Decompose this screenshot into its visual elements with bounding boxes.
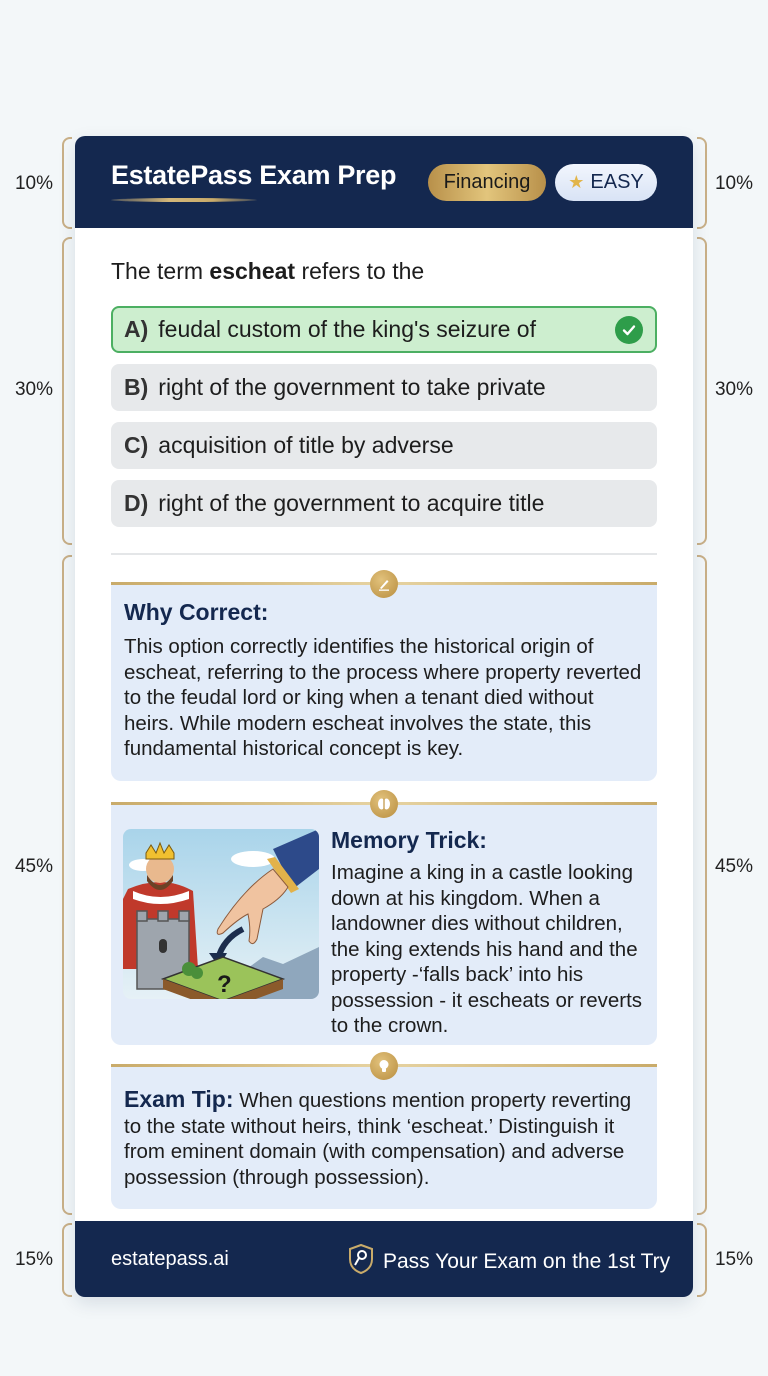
bracket-explanation-right	[697, 555, 707, 1215]
exam-tip-body: When questions mention property revertin…	[124, 1089, 632, 1189]
pencil-icon	[370, 570, 398, 598]
option-c[interactable]: C) acquisition of title by adverse	[111, 422, 657, 469]
bracket-header-right	[697, 137, 707, 229]
option-letter: C)	[124, 432, 149, 458]
question-term: escheat	[209, 258, 296, 284]
exam-tip-section: Exam Tip: When questions mention propert…	[111, 1067, 657, 1209]
pct-label-explanation: 45%	[14, 856, 54, 877]
question-text: The term escheat refers to the	[111, 258, 424, 285]
exam-tip-title: Exam Tip:	[124, 1086, 234, 1112]
option-text: feudal custom of the king's seizure of	[158, 316, 536, 342]
lightbulb-icon	[370, 1052, 398, 1080]
check-circle-icon	[615, 316, 643, 344]
option-a[interactable]: A) feudal custom of the king's seizure o…	[111, 306, 657, 353]
bracket-header-left	[62, 137, 72, 229]
svg-text:?: ?	[217, 971, 232, 998]
question-prefix: The term	[111, 258, 210, 284]
king-castle-hand-land-illustration: ?	[123, 829, 319, 999]
why-correct-section: Why Correct: This option correctly ident…	[111, 585, 657, 781]
option-text: acquisition of title by adverse	[158, 432, 454, 458]
pct-label-explanation-right: 45%	[714, 856, 754, 877]
option-letter: A)	[124, 316, 149, 342]
option-text: right of the government to acquire title	[158, 490, 545, 516]
memory-trick-section: ? Memory Trick: Imagine a king in a cast…	[111, 805, 657, 1045]
brand-title: EstatePass Exam Prep	[111, 160, 397, 190]
pct-label-header-right: 10%	[714, 173, 754, 194]
why-correct-title: Why Correct:	[124, 599, 269, 625]
pct-label-footer-right: 15%	[714, 1249, 754, 1270]
option-letter: B)	[124, 374, 149, 400]
memory-trick-title: Memory Trick:	[331, 827, 487, 853]
brand-underline	[111, 198, 257, 202]
option-d[interactable]: D) right of the government to acquire ti…	[111, 480, 657, 527]
tagline-text: Pass Your Exam on the 1st Try	[383, 1250, 671, 1273]
option-b[interactable]: B) right of the government to take priva…	[111, 364, 657, 411]
brain-icon	[370, 790, 398, 818]
bracket-question-right	[697, 237, 707, 545]
topic-badge: Financing	[428, 164, 546, 201]
option-letter: D)	[124, 490, 149, 516]
pct-label-footer: 15%	[14, 1249, 54, 1270]
question-suffix: refers to the	[295, 258, 425, 284]
shield-key-icon	[347, 1243, 375, 1281]
star-icon: ★	[568, 172, 585, 192]
pct-label-question-right: 30%	[714, 379, 754, 400]
pct-label-header: 10%	[14, 173, 54, 194]
question-card: EstatePass Exam Prep Financing ★ EASY Th…	[75, 136, 693, 1297]
why-correct-body: This option correctly identifies the his…	[124, 635, 642, 760]
bracket-explanation-left	[62, 555, 72, 1215]
footer-site-link[interactable]: estatepass.ai	[111, 1248, 229, 1270]
card-header: EstatePass Exam Prep Financing ★ EASY	[75, 136, 693, 228]
card-footer: estatepass.ai Pass Your Exam on the 1st …	[75, 1221, 693, 1297]
bracket-footer-right	[697, 1223, 707, 1297]
difficulty-badge: ★ EASY	[555, 164, 657, 201]
memory-trick-content: Memory Trick: Imagine a king in a castle…	[331, 827, 651, 1039]
section-divider	[111, 553, 657, 555]
bracket-footer-left	[62, 1223, 72, 1297]
option-text: right of the government to take private	[158, 374, 546, 400]
exam-tip-text: Exam Tip: When questions mention propert…	[124, 1086, 647, 1190]
pct-label-question: 30%	[14, 379, 54, 400]
memory-trick-body: Imagine a king in a castle looking down …	[331, 861, 643, 1037]
bracket-question-left	[62, 237, 72, 545]
footer-tagline: Pass Your Exam on the 1st Try	[347, 1243, 670, 1281]
difficulty-label: EASY	[590, 171, 644, 193]
